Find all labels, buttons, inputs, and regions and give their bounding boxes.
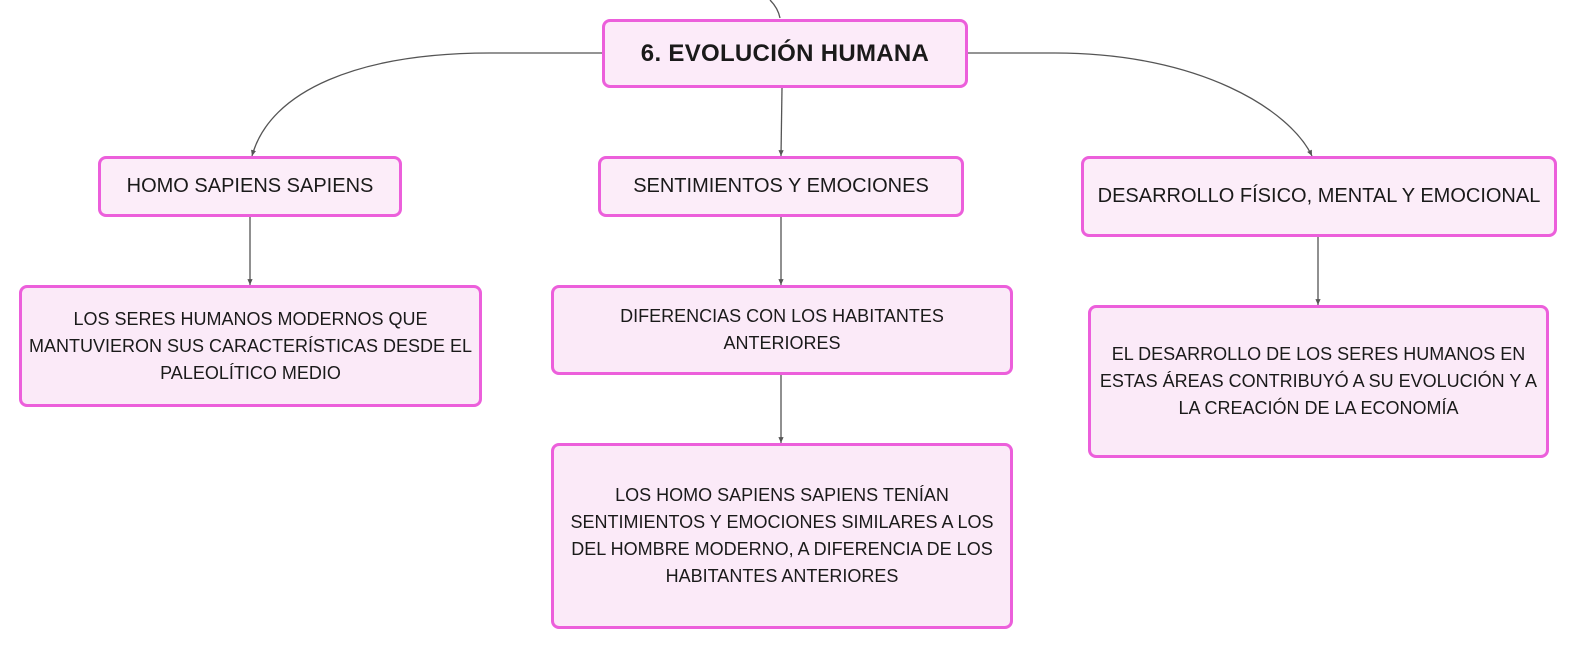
leaf-node-label: DIFERENCIAS CON LOS HABITANTES ANTERIORE…	[620, 306, 944, 353]
branch-node-label: HOMO SAPIENS SAPIENS	[126, 175, 374, 197]
branch-node-sentimientos[interactable]: SENTIMIENTOS Y EMOCIONES	[598, 156, 964, 217]
connector-incoming	[769, 0, 781, 19]
branch-node-homo-sapiens[interactable]: HOMO SAPIENS SAPIENS	[98, 156, 402, 217]
leaf-node-sentimientos-detalle[interactable]: LOS HOMO SAPIENS SAPIENS TENÍAN SENTIMIE…	[551, 443, 1013, 629]
leaf-node-label: EL DESARROLLO DE LOS SERES HUMANOS EN ES…	[1099, 344, 1538, 418]
branch-node-label: DESARROLLO FÍSICO, MENTAL Y EMOCIONAL	[1097, 185, 1541, 207]
connector-root-to-desarrollo	[968, 52, 1313, 157]
leaf-node-label: LOS SERES HUMANOS MODERNOS QUE MANTUVIER…	[28, 308, 473, 383]
leaf-node-label: LOS HOMO SAPIENS SAPIENS TENÍAN SENTIMIE…	[570, 485, 994, 586]
connector-root-to-homo-sapiens	[251, 52, 602, 157]
leaf-node-diferencias[interactable]: DIFERENCIAS CON LOS HABITANTES ANTERIORE…	[551, 285, 1013, 375]
branch-node-label: SENTIMIENTOS Y EMOCIONES	[633, 175, 929, 197]
leaf-node-homo-sapiens[interactable]: LOS SERES HUMANOS MODERNOS QUE MANTUVIER…	[19, 285, 482, 407]
leaf-node-desarrollo[interactable]: EL DESARROLLO DE LOS SERES HUMANOS EN ES…	[1088, 305, 1549, 458]
root-node[interactable]: 6. EVOLUCIÓN HUMANA	[602, 19, 968, 88]
root-node-label: 6. EVOLUCIÓN HUMANA	[640, 39, 930, 67]
branch-node-desarrollo[interactable]: DESARROLLO FÍSICO, MENTAL Y EMOCIONAL	[1081, 156, 1557, 237]
connector-root-to-sentimientos	[778, 87, 784, 157]
